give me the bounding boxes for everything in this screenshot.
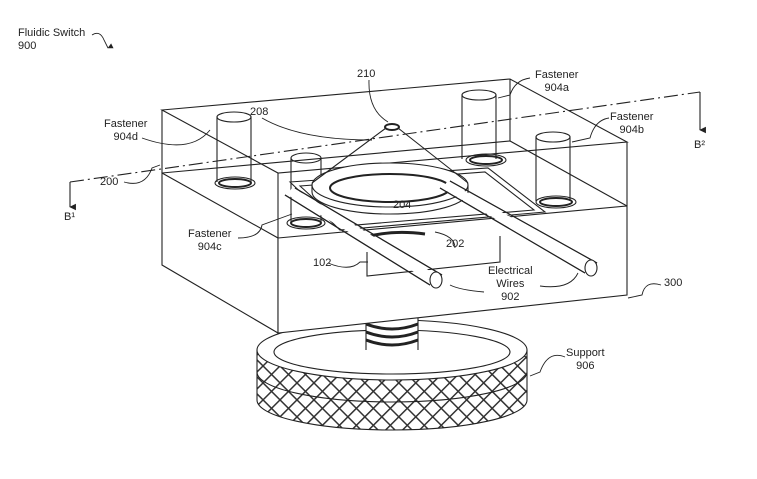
fastener-b-number: 904b — [619, 124, 644, 136]
fastener-904d — [214, 111, 256, 190]
label-210: 210 — [357, 68, 376, 80]
wires-line1: Electrical — [488, 265, 533, 277]
label-300: 300 — [664, 277, 683, 289]
label-200: 200 — [100, 176, 119, 188]
wires-number: 902 — [501, 291, 520, 303]
label-208: 208 — [250, 106, 269, 118]
fastener-c-number: 904c — [197, 241, 222, 253]
support-name: Support — [566, 347, 605, 359]
label-section-b2: B² — [694, 139, 705, 151]
wires-line2: Wires — [496, 278, 525, 290]
label-102: 102 — [313, 257, 332, 269]
label-204: 204 — [393, 199, 412, 211]
membrane-cone — [311, 127, 469, 184]
fastener-a-name: Fastener — [535, 69, 579, 81]
upper-block — [160, 78, 629, 238]
fastener-d-number: 904d — [113, 131, 138, 143]
figure-number: 900 — [18, 40, 37, 52]
fastener-a-number: 904a — [544, 82, 569, 94]
label-202: 202 — [446, 238, 465, 250]
figure-title-name: Fluidic Switch — [18, 27, 86, 39]
fasteners — [214, 89, 577, 230]
fastener-904b — [535, 131, 577, 209]
label-section-b1: B¹ — [64, 211, 75, 223]
fastener-b-name: Fastener — [610, 111, 654, 123]
fastener-d-name: Fastener — [104, 118, 148, 130]
support-number: 906 — [576, 360, 595, 372]
fastener-c-name: Fastener — [188, 228, 232, 240]
section-line-b — [69, 91, 706, 211]
ring — [311, 162, 469, 215]
electrical-wires — [284, 180, 598, 289]
leader-lines — [91, 32, 662, 377]
fastener-904a — [461, 89, 507, 167]
port — [384, 123, 400, 131]
